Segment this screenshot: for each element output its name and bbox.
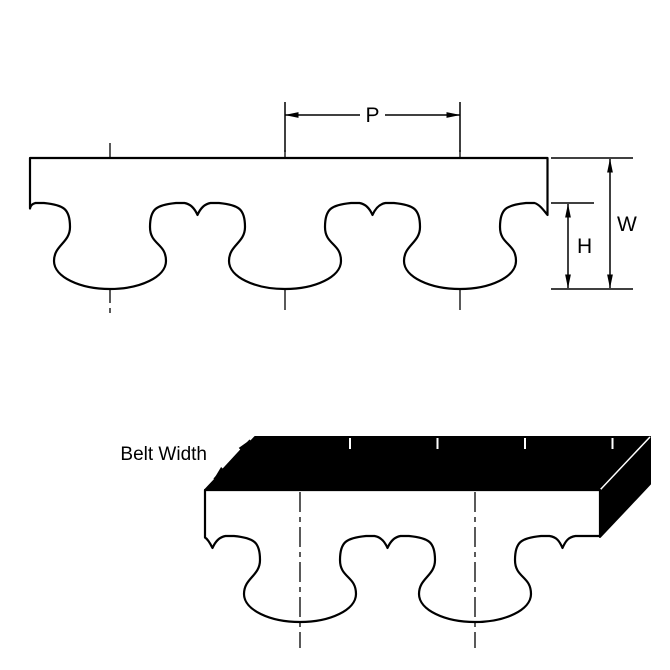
belt-top-face	[204, 436, 651, 491]
belt-front-face-outline	[203, 488, 602, 624]
pitch-dimension: P	[284, 102, 461, 152]
belt-width-annotation: Belt Width	[120, 439, 251, 480]
belt-thickness-label: W	[617, 213, 637, 236]
tooth-height-dimension: H	[551, 202, 594, 289]
profile-view: P W H	[28, 102, 637, 314]
belt-width-label: Belt Width	[120, 444, 207, 465]
belt-profile-outline	[28, 156, 549, 291]
pitch-label: P	[365, 104, 379, 127]
belt-width-arrow	[213, 439, 251, 480]
tooth-height-label: H	[577, 235, 592, 258]
perspective-view: Belt Width	[120, 436, 651, 648]
belt-thickness-dimension: W	[551, 157, 637, 290]
top-side-seam	[599, 436, 651, 491]
